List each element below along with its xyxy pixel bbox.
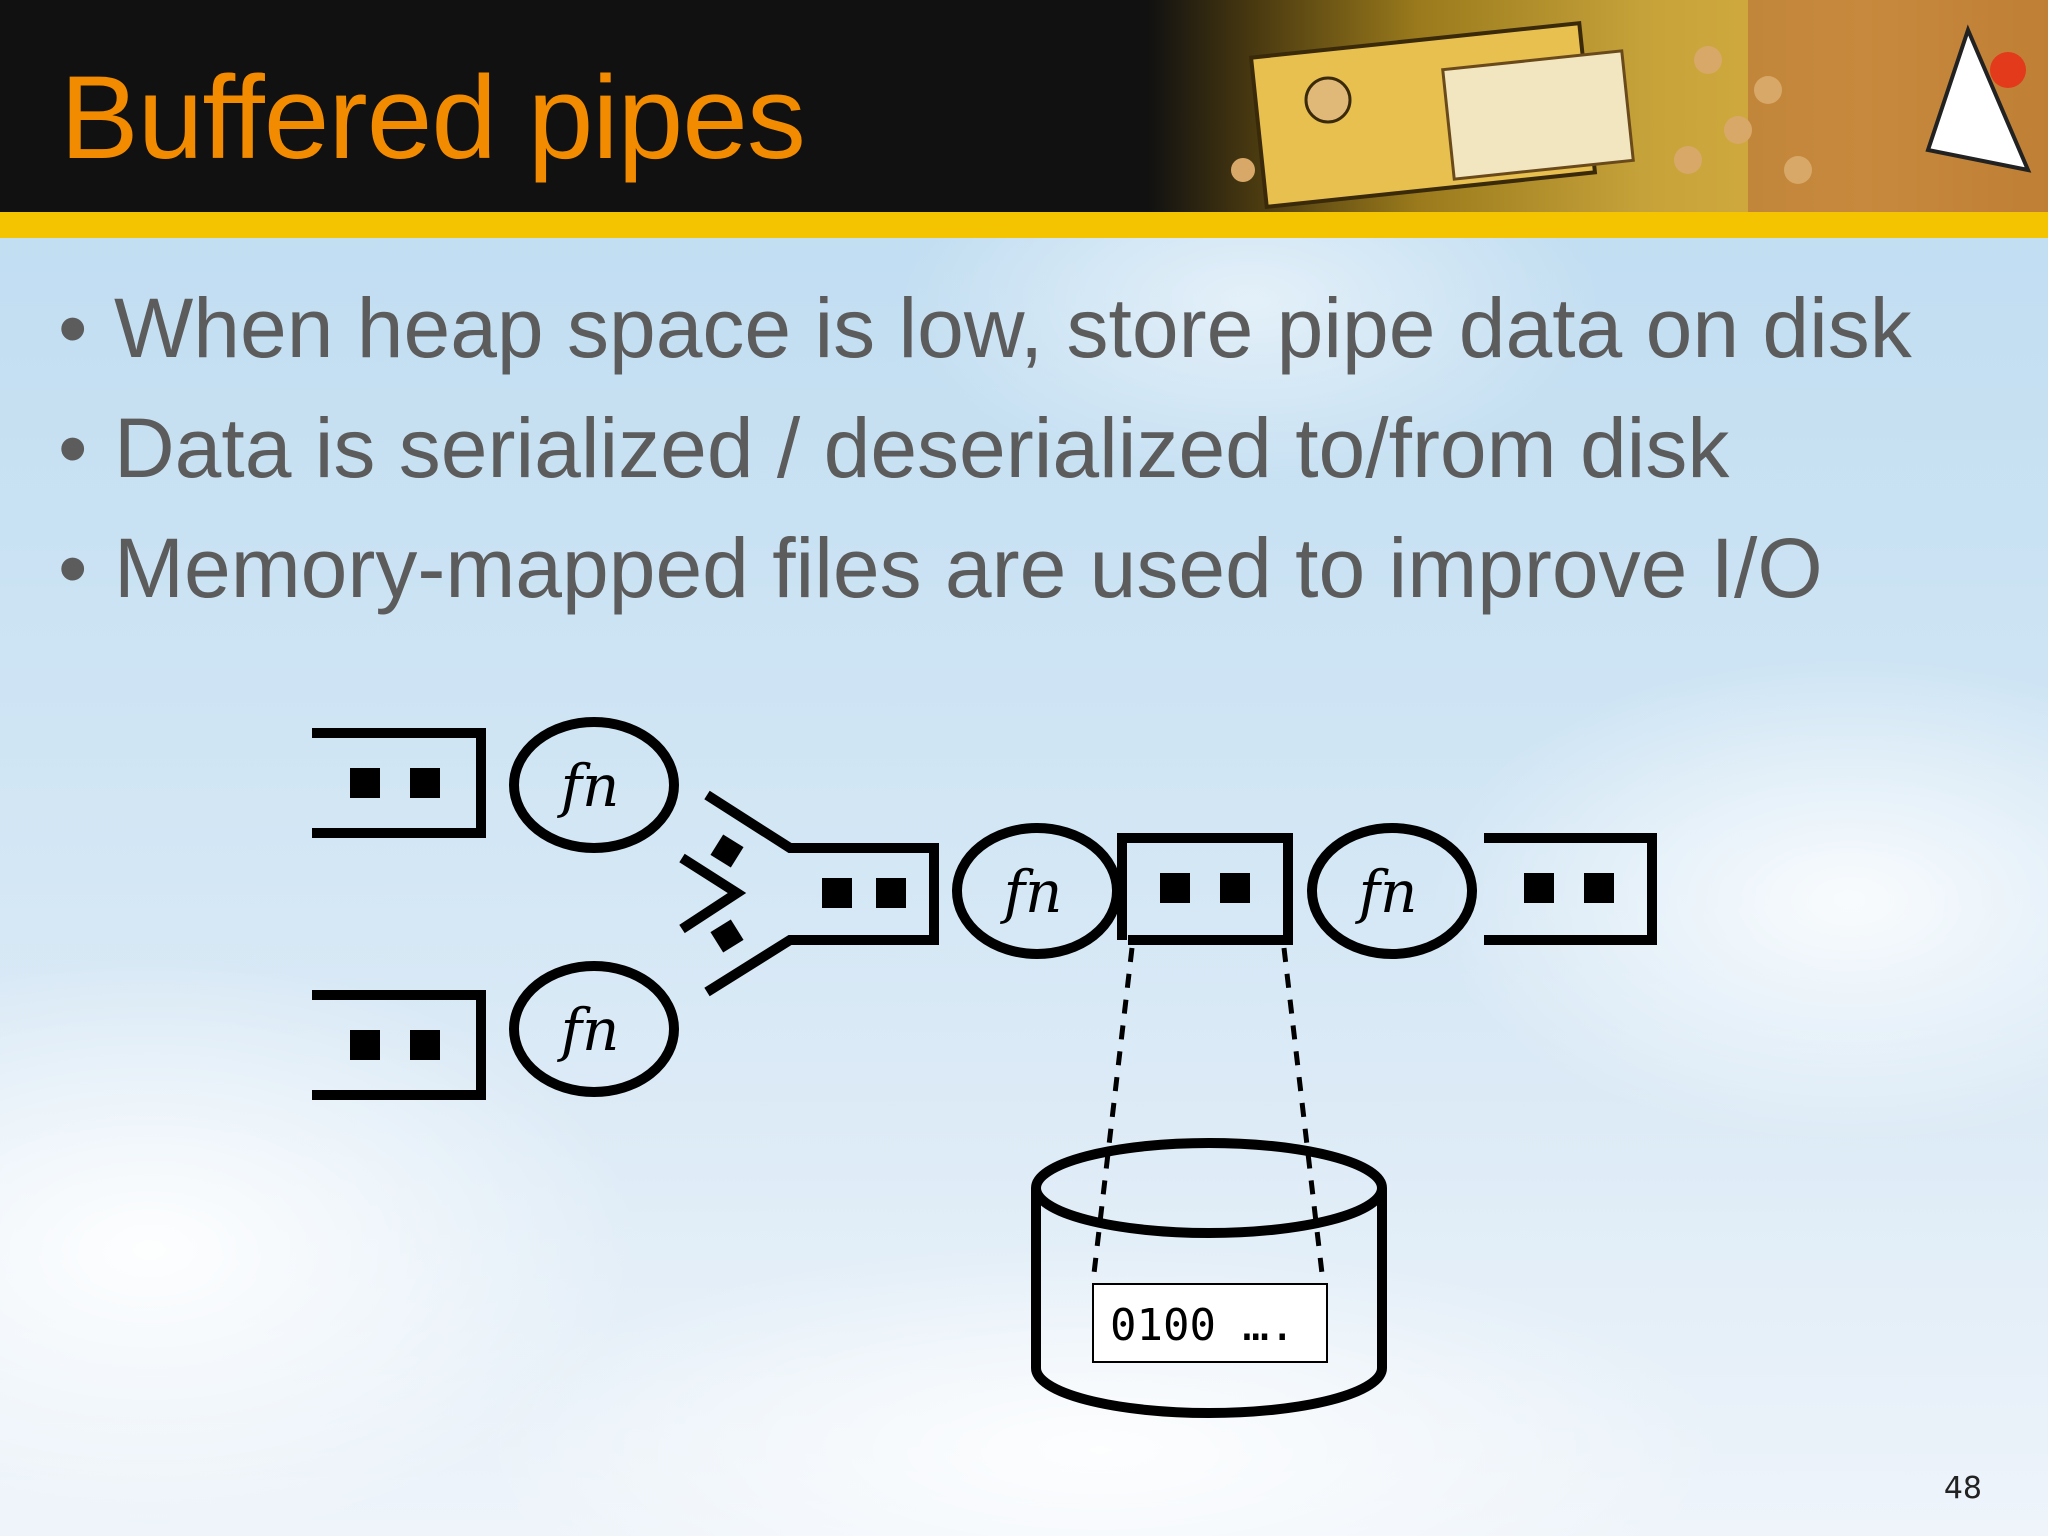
bullet-list: • When heap space is low, store pipe data… [58,268,1912,628]
bullet-text: Memory-mapped files are used to improve … [114,521,1823,615]
bullet-text: When heap space is low, store pipe data … [114,281,1912,375]
function-label: fn [1355,858,1418,926]
bullet-item: • When heap space is low, store pipe data… [58,268,1912,388]
function-node-1 [509,717,679,853]
bullet-text: Data is serialized / deserialized to/fro… [114,401,1730,495]
function-node-2 [509,961,679,1097]
function-node-4 [1307,823,1477,959]
buffered-pipe [1117,833,1293,945]
disk-cylinder-icon [1031,1138,1387,1418]
memory-map-lines [1090,947,1326,1283]
slide-title: Buffered pipes [60,52,806,184]
merge-pipe [679,790,939,997]
function-label: fn [557,752,620,820]
pipe-buffer-1 [312,728,486,838]
disk-data-box [1092,1283,1328,1363]
header-cartoon-illustration [1148,0,2048,212]
bullet-dot-icon: • [58,401,88,495]
disk-data-label: 0100 …. [1110,1300,1295,1351]
bullet-item: • Data is serialized / deserialized to/fr… [58,388,1912,508]
output-pipe [1484,833,1657,945]
pipe-buffer-2 [312,990,486,1100]
bullet-dot-icon: • [58,521,88,615]
page-number: 48 [1943,1471,1982,1506]
bullet-dot-icon: • [58,281,88,375]
header-accent-stripe [0,212,2048,238]
function-label: fn [1000,858,1063,926]
header-bar [0,0,2048,212]
function-label: fn [557,996,620,1064]
function-node-3 [952,823,1122,959]
bullet-item: • Memory-mapped files are used to improve… [58,508,1912,628]
